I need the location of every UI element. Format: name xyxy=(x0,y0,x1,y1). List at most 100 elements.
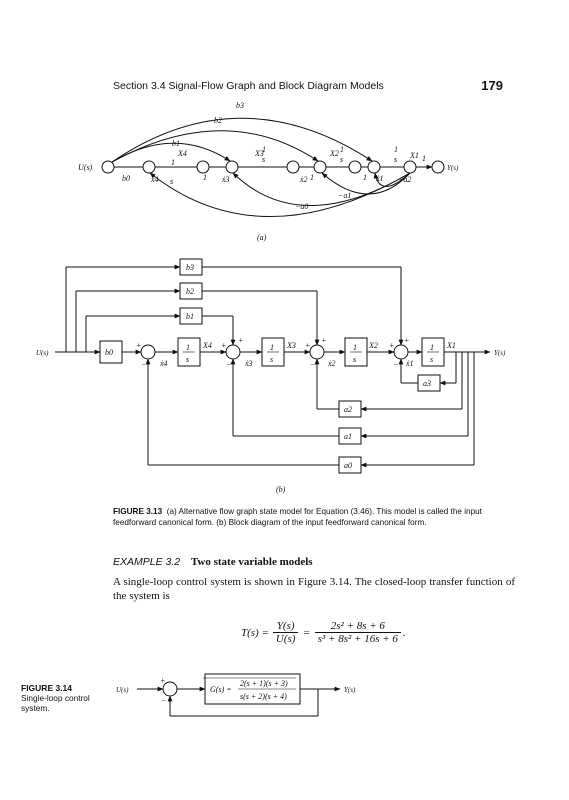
svg-text:U(s): U(s) xyxy=(36,349,49,357)
svg-text:1: 1 xyxy=(171,158,175,167)
svg-text:−a0: −a0 xyxy=(295,202,308,211)
svg-text:1: 1 xyxy=(353,343,357,352)
svg-text:1: 1 xyxy=(203,173,207,182)
svg-text:X4: X4 xyxy=(202,341,212,350)
svg-text:ẋ3: ẋ3 xyxy=(221,175,230,184)
sfg-node-x3 xyxy=(286,160,300,174)
svg-text:s: s xyxy=(394,155,397,164)
example-title: Two state variable models xyxy=(190,556,313,568)
svg-text:ẋ2: ẋ2 xyxy=(327,359,336,368)
eq-num1: Y(s) xyxy=(272,620,299,633)
example-label: EXAMPLE 3.2 xyxy=(113,556,181,568)
caption-label: FIGURE 3.13 xyxy=(113,507,163,516)
svg-text:Y(s): Y(s) xyxy=(494,349,506,357)
svg-text:X3: X3 xyxy=(254,149,264,158)
caption-text: (a) Alternative flow graph state model f… xyxy=(113,507,482,527)
summer-3 xyxy=(309,344,325,360)
svg-text:Y(s): Y(s) xyxy=(344,686,356,694)
svg-text:b1: b1 xyxy=(172,139,180,148)
sfg-node-x4 xyxy=(196,160,210,174)
eq-num2: 2s² + 8s + 6 xyxy=(314,620,401,633)
svg-text:−a1: −a1 xyxy=(338,191,351,200)
svg-text:1: 1 xyxy=(394,145,398,154)
example-heading: EXAMPLE 3.2 Two state variable models xyxy=(113,556,313,568)
signal-flow-graph xyxy=(101,117,445,217)
svg-text:1: 1 xyxy=(422,154,426,163)
sfg-node-x2 xyxy=(348,160,362,174)
svg-text:a2: a2 xyxy=(344,405,352,414)
svg-text:2(s + 1)(s + 3): 2(s + 1)(s + 3) xyxy=(240,679,288,688)
svg-text:1: 1 xyxy=(270,343,274,352)
svg-text:s: s xyxy=(340,155,343,164)
eq-equals: = xyxy=(303,626,310,639)
svg-text:1: 1 xyxy=(186,343,190,352)
svg-text:a0: a0 xyxy=(344,461,352,470)
sfg-node-x1dot xyxy=(367,160,381,174)
svg-text:+: + xyxy=(305,341,310,350)
svg-text:b3: b3 xyxy=(236,101,244,110)
svg-text:X1: X1 xyxy=(409,151,419,160)
svg-text:G(s) =: G(s) = xyxy=(210,685,232,694)
svg-text:X2: X2 xyxy=(368,341,378,350)
figure-3-14-caption: FIGURE 3.14 Single-loop control system. xyxy=(21,683,101,713)
svg-text:b2: b2 xyxy=(214,116,222,125)
svg-text:U(s): U(s) xyxy=(78,163,93,172)
single-loop-labels: U(s) Y(s) + − G(s) = 2(s + 1)(s + 3) s(s… xyxy=(116,676,356,705)
svg-text:+: + xyxy=(238,336,243,345)
svg-text:(a): (a) xyxy=(257,233,267,242)
page-header: Section 3.4 Signal-Flow Graph and Block … xyxy=(113,78,503,93)
sfg-node-u xyxy=(101,160,115,174)
figure-3-14-text: Single-loop control system. xyxy=(21,693,90,713)
svg-text:−: − xyxy=(161,696,166,705)
svg-text:−: − xyxy=(226,360,231,369)
svg-text:ẋ4: ẋ4 xyxy=(150,175,159,184)
summer-1 xyxy=(140,344,156,360)
svg-text:1: 1 xyxy=(310,173,314,182)
transfer-function-equation: T(s) = Y(s) = 2s² + 8s + 6 . U(s) s³ + 8… xyxy=(240,620,407,645)
svg-text:ẋ2: ẋ2 xyxy=(299,175,308,184)
svg-text:+: + xyxy=(160,676,165,685)
svg-text:X4: X4 xyxy=(177,149,187,158)
svg-text:1: 1 xyxy=(430,343,434,352)
svg-text:(b): (b) xyxy=(276,485,286,494)
svg-text:Y(s): Y(s) xyxy=(447,164,459,172)
svg-text:a3: a3 xyxy=(423,379,431,388)
example-paragraph: A single-loop control system is shown in… xyxy=(113,576,515,602)
svg-text:ẋ1: ẋ1 xyxy=(405,359,414,368)
svg-text:X1: X1 xyxy=(446,341,456,350)
svg-text:U(s): U(s) xyxy=(116,686,129,694)
svg-text:−: − xyxy=(310,360,315,369)
eq-end: . xyxy=(402,626,406,639)
svg-text:s(s + 2)(s + 4): s(s + 2)(s + 4) xyxy=(240,692,287,701)
svg-text:X3: X3 xyxy=(286,341,296,350)
svg-text:+: + xyxy=(404,336,409,345)
sfg-labels: U(s) Y(s) b3 b2 b1 b0 ẋ4 X4 ẋ3 X3 ẋ2 X2 … xyxy=(78,101,459,242)
sfg-node-x2dot xyxy=(313,160,327,174)
svg-text:ẋ1: ẋ1 xyxy=(375,174,384,183)
figure-3-13-caption: FIGURE 3.13 (a) Alternative flow graph s… xyxy=(113,506,513,528)
svg-text:X2: X2 xyxy=(329,149,339,158)
figure-3-14-label: FIGURE 3.14 xyxy=(21,683,73,693)
svg-text:+: + xyxy=(221,341,226,350)
block-diagram xyxy=(55,258,491,474)
svg-text:s: s xyxy=(270,355,273,364)
sfg-node-x1 xyxy=(403,160,417,174)
eq-den2: s³ + 8s² + 16s + 6 xyxy=(317,633,398,645)
eq-den1: U(s) xyxy=(275,633,296,645)
svg-text:b0: b0 xyxy=(105,348,113,357)
svg-text:a1: a1 xyxy=(344,432,352,441)
svg-text:s: s xyxy=(430,355,433,364)
svg-text:1: 1 xyxy=(262,145,266,154)
sfg-node-x4dot xyxy=(142,160,156,174)
svg-text:b0: b0 xyxy=(122,174,130,183)
svg-text:s: s xyxy=(353,355,356,364)
svg-text:+: + xyxy=(136,341,141,350)
svg-text:s: s xyxy=(186,355,189,364)
eq-lhs: T(s) = xyxy=(241,626,269,639)
svg-text:1: 1 xyxy=(340,145,344,154)
svg-text:ẋ4: ẋ4 xyxy=(159,359,168,368)
svg-text:−: − xyxy=(393,360,398,369)
svg-text:ẋ3: ẋ3 xyxy=(244,359,253,368)
svg-text:−a2: −a2 xyxy=(398,175,411,184)
